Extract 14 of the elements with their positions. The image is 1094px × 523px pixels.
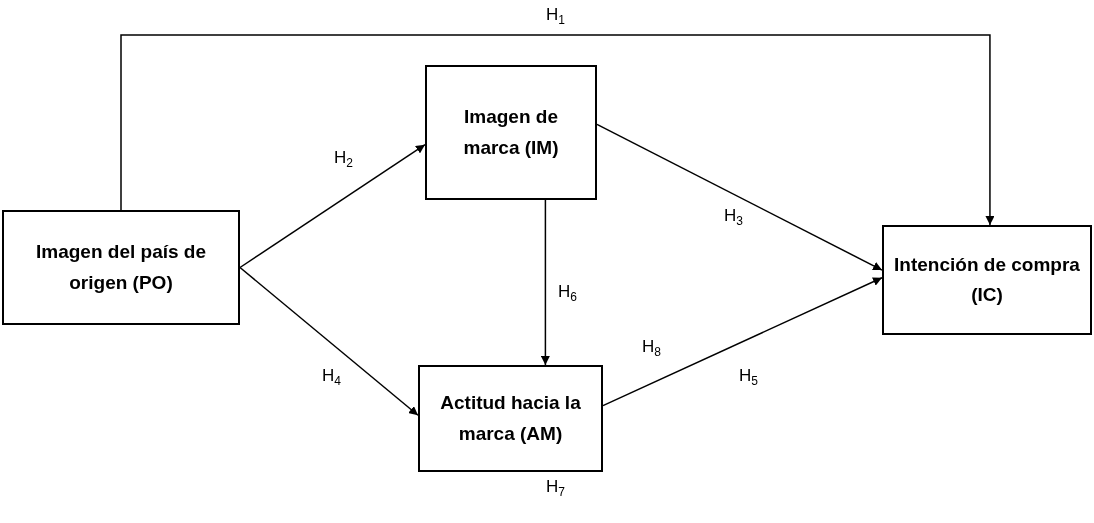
arrow <box>602 277 883 407</box>
process-box <box>2 210 240 325</box>
box-label: Intención de compra (IC) <box>893 252 1081 307</box>
box-label: Imagen de marca (IM) <box>462 105 560 160</box>
arrow <box>120 34 995 226</box>
box-label: Actitud hacia la marca (AM) <box>439 391 582 446</box>
arrow <box>239 266 419 417</box>
box-label: Imagen del país de origen (PO) <box>35 240 207 295</box>
process-box <box>882 225 1092 335</box>
arrow <box>540 199 550 366</box>
process-box <box>418 365 603 472</box>
arrow <box>596 123 883 271</box>
process-box <box>425 65 597 200</box>
arrow <box>239 143 426 269</box>
